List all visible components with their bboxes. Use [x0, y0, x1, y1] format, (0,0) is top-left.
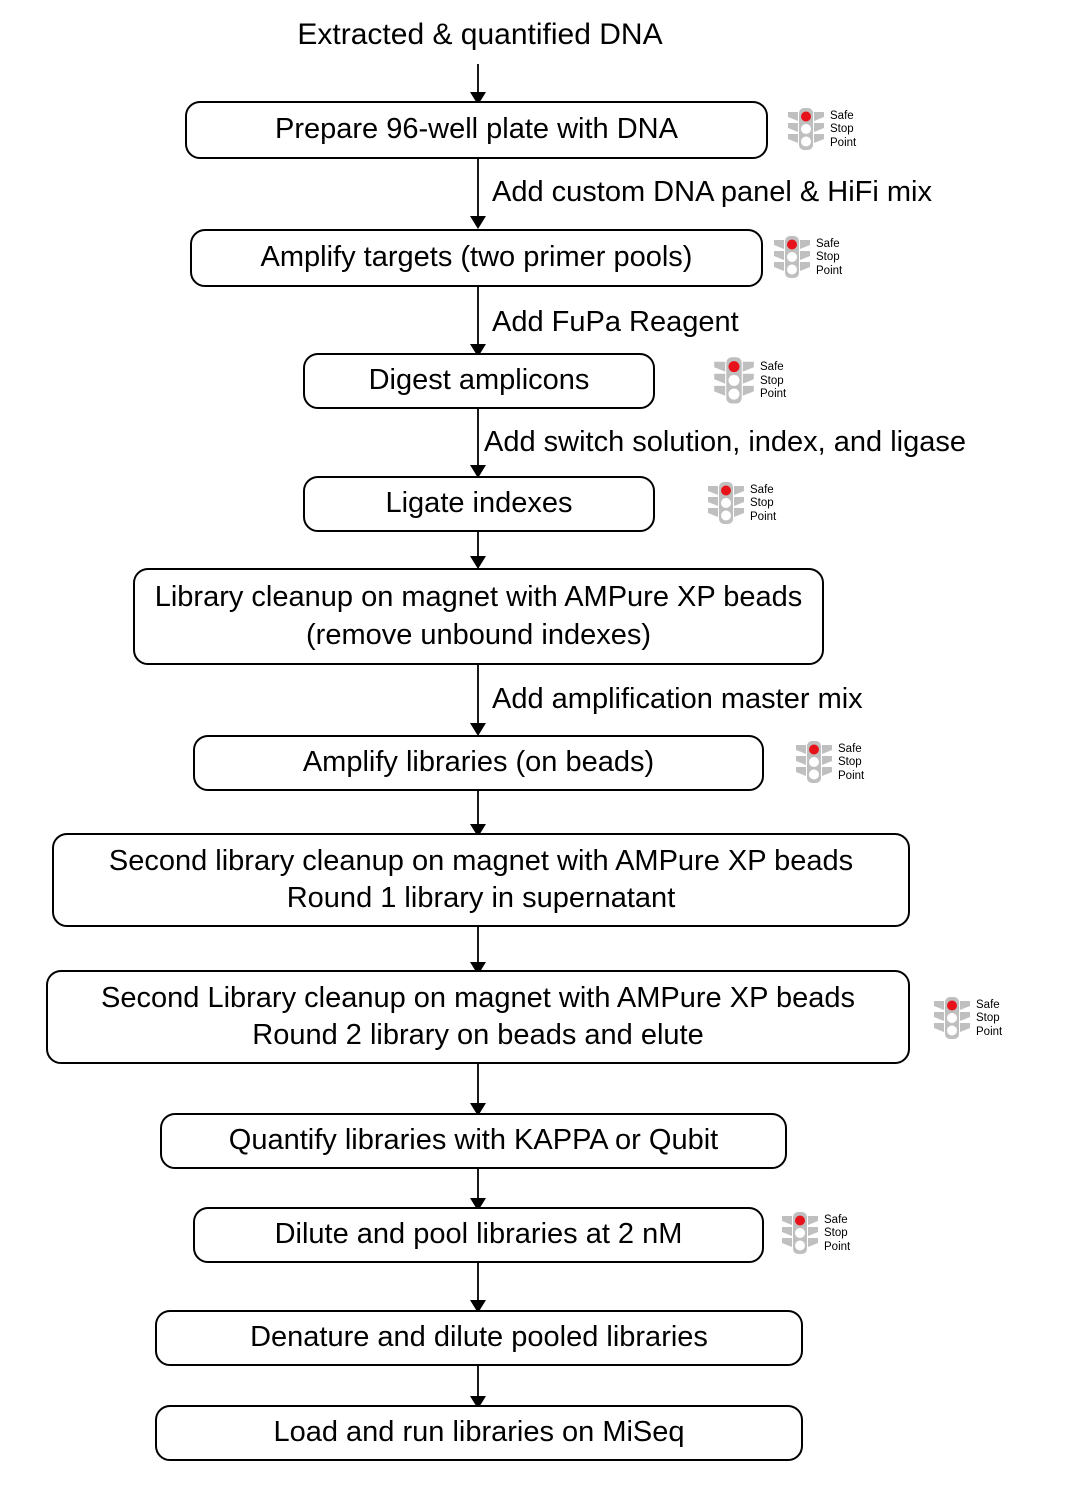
edge-label-2: Add FuPa Reagent: [492, 306, 739, 338]
safe-stop-line-3: Point: [830, 136, 857, 149]
process-node-3-label: Digest amplicons: [368, 364, 590, 397]
connector-n8-to-n9: [477, 1064, 479, 1107]
arrowhead-n1-to-n2: [470, 216, 486, 229]
process-node-1[interactable]: Prepare 96-well plate with DNA: [185, 101, 768, 159]
safe-stop-line-2: Stop: [816, 251, 840, 264]
connector-start-to-n1: [477, 64, 479, 97]
process-node-7-label: Second library cleanup on magnet with AM…: [108, 844, 854, 914]
process-node-10[interactable]: Dilute and pool libraries at 2 nM: [193, 1207, 764, 1263]
connector-n7-to-n8: [477, 927, 479, 965]
process-node-1-label: Prepare 96-well plate with DNA: [275, 113, 678, 146]
safe-stop-badge-4-text: Safe Stop Point: [750, 484, 776, 525]
safe-stop-badge-2: Safe Stop Point: [772, 234, 842, 282]
safe-stop-badge-3: Safe Stop Point: [712, 355, 786, 408]
safe-stop-badge-2-text: Safe Stop Point: [816, 238, 842, 279]
connector-n11-to-n12: [477, 1366, 479, 1399]
safe-stop-line-1: Safe: [824, 1213, 848, 1226]
safe-stop-badge-8-text: Safe Stop Point: [976, 999, 1002, 1040]
safe-stop-badge-4: Safe Stop Point: [706, 480, 776, 528]
safe-stop-line-3: Point: [824, 1240, 851, 1253]
process-node-9-label: Quantify libraries with KAPPA or Qubit: [228, 1124, 719, 1157]
connector-n1-to-n2: [477, 159, 479, 219]
safe-stop-line-2: Stop: [838, 756, 862, 769]
arrowhead-n3-to-n4: [470, 465, 486, 478]
safe-stop-badge-1: Safe Stop Point: [786, 106, 856, 154]
process-node-3[interactable]: Digest amplicons: [303, 353, 655, 409]
safe-stop-line-3: Point: [976, 1025, 1003, 1038]
process-node-11-label: Denature and dilute pooled libraries: [250, 1321, 708, 1354]
traffic-light-icon: [708, 482, 744, 524]
safe-stop-badge-8: Safe Stop Point: [932, 995, 1002, 1043]
connector-n3-to-n4: [477, 409, 479, 468]
traffic-light-icon: [774, 236, 810, 278]
arrowhead-n8-to-n9: [470, 1103, 486, 1116]
safe-stop-line-1: Safe: [830, 109, 854, 122]
process-node-7[interactable]: Second library cleanup on magnet with AM…: [52, 833, 910, 927]
process-node-2[interactable]: Amplify targets (two primer pools): [190, 229, 763, 287]
connector-n4-to-n5: [477, 532, 479, 560]
safe-stop-line-3: Point: [816, 264, 843, 277]
safe-stop-line-2: Stop: [824, 1227, 848, 1240]
edge-label-1: Add custom DNA panel & HiFi mix: [492, 176, 932, 208]
connector-n9-to-n10: [477, 1169, 479, 1202]
arrowhead-n10-to-n11: [470, 1300, 486, 1313]
process-node-9[interactable]: Quantify libraries with KAPPA or Qubit: [160, 1113, 787, 1169]
traffic-light-icon: [788, 108, 824, 150]
connector-n2-to-n3: [477, 287, 479, 347]
safe-stop-badge-3-text: Safe Stop Point: [760, 361, 786, 402]
process-node-6[interactable]: Amplify libraries (on beads): [193, 735, 764, 791]
safe-stop-line-3: Point: [838, 769, 865, 782]
safe-stop-badge-6-text: Safe Stop Point: [838, 743, 864, 784]
safe-stop-line-1: Safe: [750, 483, 774, 496]
traffic-light-icon: [782, 1212, 818, 1254]
process-node-12[interactable]: Load and run libraries on MiSeq: [155, 1405, 803, 1461]
process-node-4-label: Ligate indexes: [385, 487, 573, 520]
edge-label-4: Add amplification master mix: [492, 683, 863, 715]
traffic-light-icon: [714, 357, 754, 404]
safe-stop-line-3: Point: [760, 388, 787, 401]
safe-stop-line-2: Stop: [760, 374, 784, 387]
connector-n10-to-n11: [477, 1263, 479, 1304]
process-node-4[interactable]: Ligate indexes: [303, 476, 655, 532]
arrowhead-n4-to-n5: [470, 556, 486, 569]
process-node-2-label: Amplify targets (two primer pools): [260, 241, 693, 274]
safe-stop-line-2: Stop: [750, 497, 774, 510]
safe-stop-line-1: Safe: [838, 742, 862, 755]
safe-stop-line-2: Stop: [976, 1012, 1000, 1025]
process-node-8[interactable]: Second Library cleanup on magnet with AM…: [46, 970, 910, 1064]
start-caption: Extracted & quantified DNA: [297, 18, 663, 51]
connector-n6-to-n7: [477, 791, 479, 828]
process-node-10-label: Dilute and pool libraries at 2 nM: [274, 1218, 683, 1251]
traffic-light-icon: [796, 741, 832, 783]
arrowhead-n5-to-n6: [470, 723, 486, 736]
safe-stop-badge-6: Safe Stop Point: [794, 739, 864, 787]
process-node-6-label: Amplify libraries (on beads): [302, 746, 655, 779]
connector-n5-to-n6: [477, 665, 479, 727]
safe-stop-line-1: Safe: [760, 361, 784, 374]
traffic-light-icon: [934, 997, 970, 1039]
safe-stop-badge-10: Safe Stop Point: [780, 1210, 850, 1258]
process-node-11[interactable]: Denature and dilute pooled libraries: [155, 1310, 803, 1366]
process-node-8-label: Second Library cleanup on magnet with AM…: [101, 981, 855, 1051]
process-node-5-label: Library cleanup on magnet with AMPure XP…: [154, 581, 803, 651]
safe-stop-line-3: Point: [750, 510, 777, 523]
process-node-12-label: Load and run libraries on MiSeq: [273, 1416, 685, 1449]
edge-label-3: Add switch solution, index, and ligase: [484, 426, 967, 458]
safe-stop-line-1: Safe: [816, 237, 840, 250]
safe-stop-badge-10-text: Safe Stop Point: [824, 1214, 850, 1255]
safe-stop-line-2: Stop: [830, 123, 854, 136]
safe-stop-badge-1-text: Safe Stop Point: [830, 110, 856, 151]
process-node-5[interactable]: Library cleanup on magnet with AMPure XP…: [133, 568, 824, 665]
safe-stop-line-1: Safe: [976, 998, 1000, 1011]
